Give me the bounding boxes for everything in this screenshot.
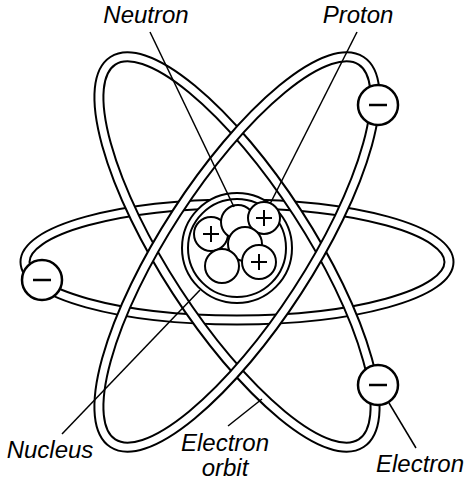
label-text: Nucleus [7, 436, 94, 463]
nucleus-ring [182, 193, 292, 303]
electron-orbits [25, 22, 449, 482]
electrons [22, 85, 398, 405]
minus-sign [369, 104, 387, 107]
part-label: Electron orbit [164, 430, 286, 480]
neutron-circle [205, 249, 239, 283]
part-label: Electron [376, 451, 464, 476]
plus-sign [256, 210, 272, 226]
label-text: Proton [323, 1, 394, 28]
plus-sign [203, 226, 219, 242]
orbit-outline [52, 22, 421, 482]
leader-line [62, 290, 200, 434]
part-label: Proton [323, 2, 394, 27]
leader-line [228, 399, 262, 426]
part-label: Nucleus [7, 437, 94, 462]
orbit-band [52, 22, 421, 482]
orbit-outline [52, 22, 421, 482]
particles [194, 202, 280, 283]
nucleus-shape [182, 193, 292, 303]
electron-circle [22, 260, 62, 300]
leader-line [270, 32, 357, 204]
label-text: Electron orbit [181, 429, 269, 481]
leader-line [150, 32, 234, 207]
minus-sign [33, 279, 51, 282]
orbit-band [52, 22, 421, 482]
proton-circle [242, 245, 276, 279]
label-text: Electron [376, 450, 464, 477]
nucleus-ring [188, 199, 286, 297]
part-label: Neutron [103, 2, 188, 27]
label-text: Neutron [103, 1, 188, 28]
minus-sign [369, 384, 387, 387]
electron-circle [358, 365, 398, 405]
leader-line [389, 403, 416, 448]
leader-lines [62, 32, 416, 448]
electron-circle [358, 85, 398, 125]
plus-sign [251, 254, 267, 270]
